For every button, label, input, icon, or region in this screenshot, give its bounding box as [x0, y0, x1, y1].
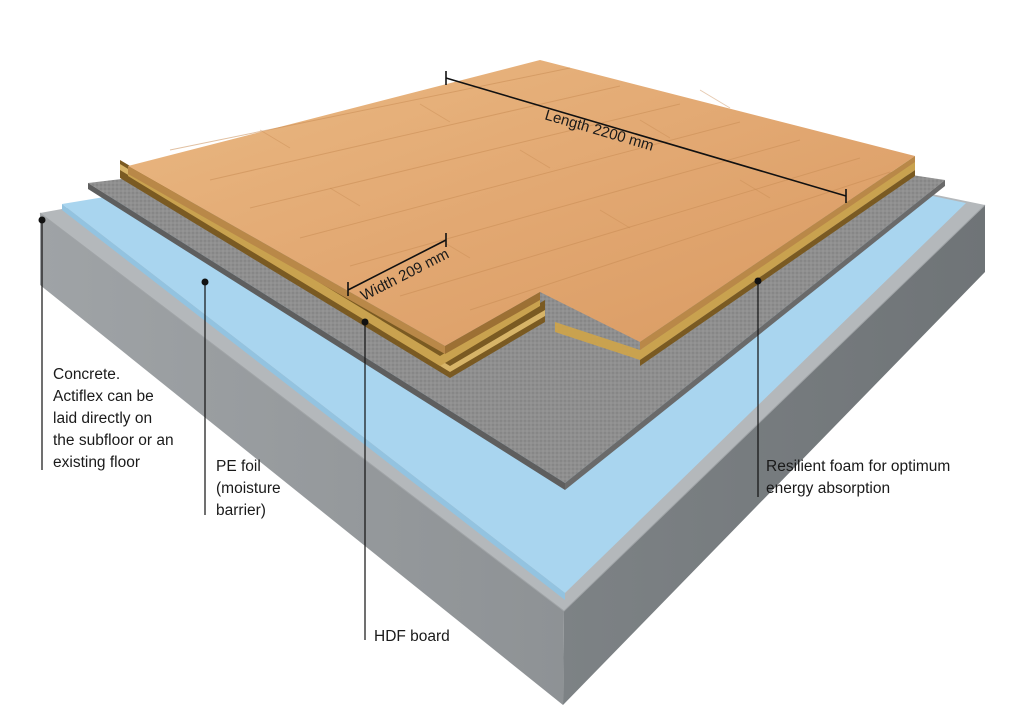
hdf-board-layer: [120, 160, 915, 378]
foam-callout: Resilient foam for optimum energy absorp…: [766, 456, 950, 500]
hdf-board-leader: [361, 318, 369, 640]
pe-foil-callout: PE foil (moisture barrier): [216, 456, 281, 522]
concrete-leader: [38, 216, 46, 470]
wood-surface: [128, 60, 915, 354]
concrete-callout: Concrete. Actiflex can be laid directly …: [53, 364, 174, 474]
concrete-callout-line: Concrete.: [53, 366, 121, 383]
concrete-callout-line: Actiflex can be: [53, 388, 154, 405]
pe-foil-callout-line: PE foil: [216, 458, 261, 475]
concrete-callout-line: laid directly on: [53, 410, 153, 427]
concrete-callout-line: existing floor: [53, 454, 141, 471]
pe-foil-callout-line: barrier): [216, 502, 266, 519]
hdf-board-callout-line: HDF board: [374, 628, 450, 645]
pe-foil-leader: [201, 278, 209, 515]
hdf-board-callout: HDF board: [374, 626, 450, 648]
pe-foil-callout-line: (moisture: [216, 480, 281, 497]
foam-callout-line: energy absorption: [766, 480, 891, 497]
concrete-callout-line: the subfloor or an: [53, 432, 174, 449]
foam-leader: [754, 277, 762, 497]
foam-callout-line: Resilient foam for optimum: [766, 458, 951, 475]
